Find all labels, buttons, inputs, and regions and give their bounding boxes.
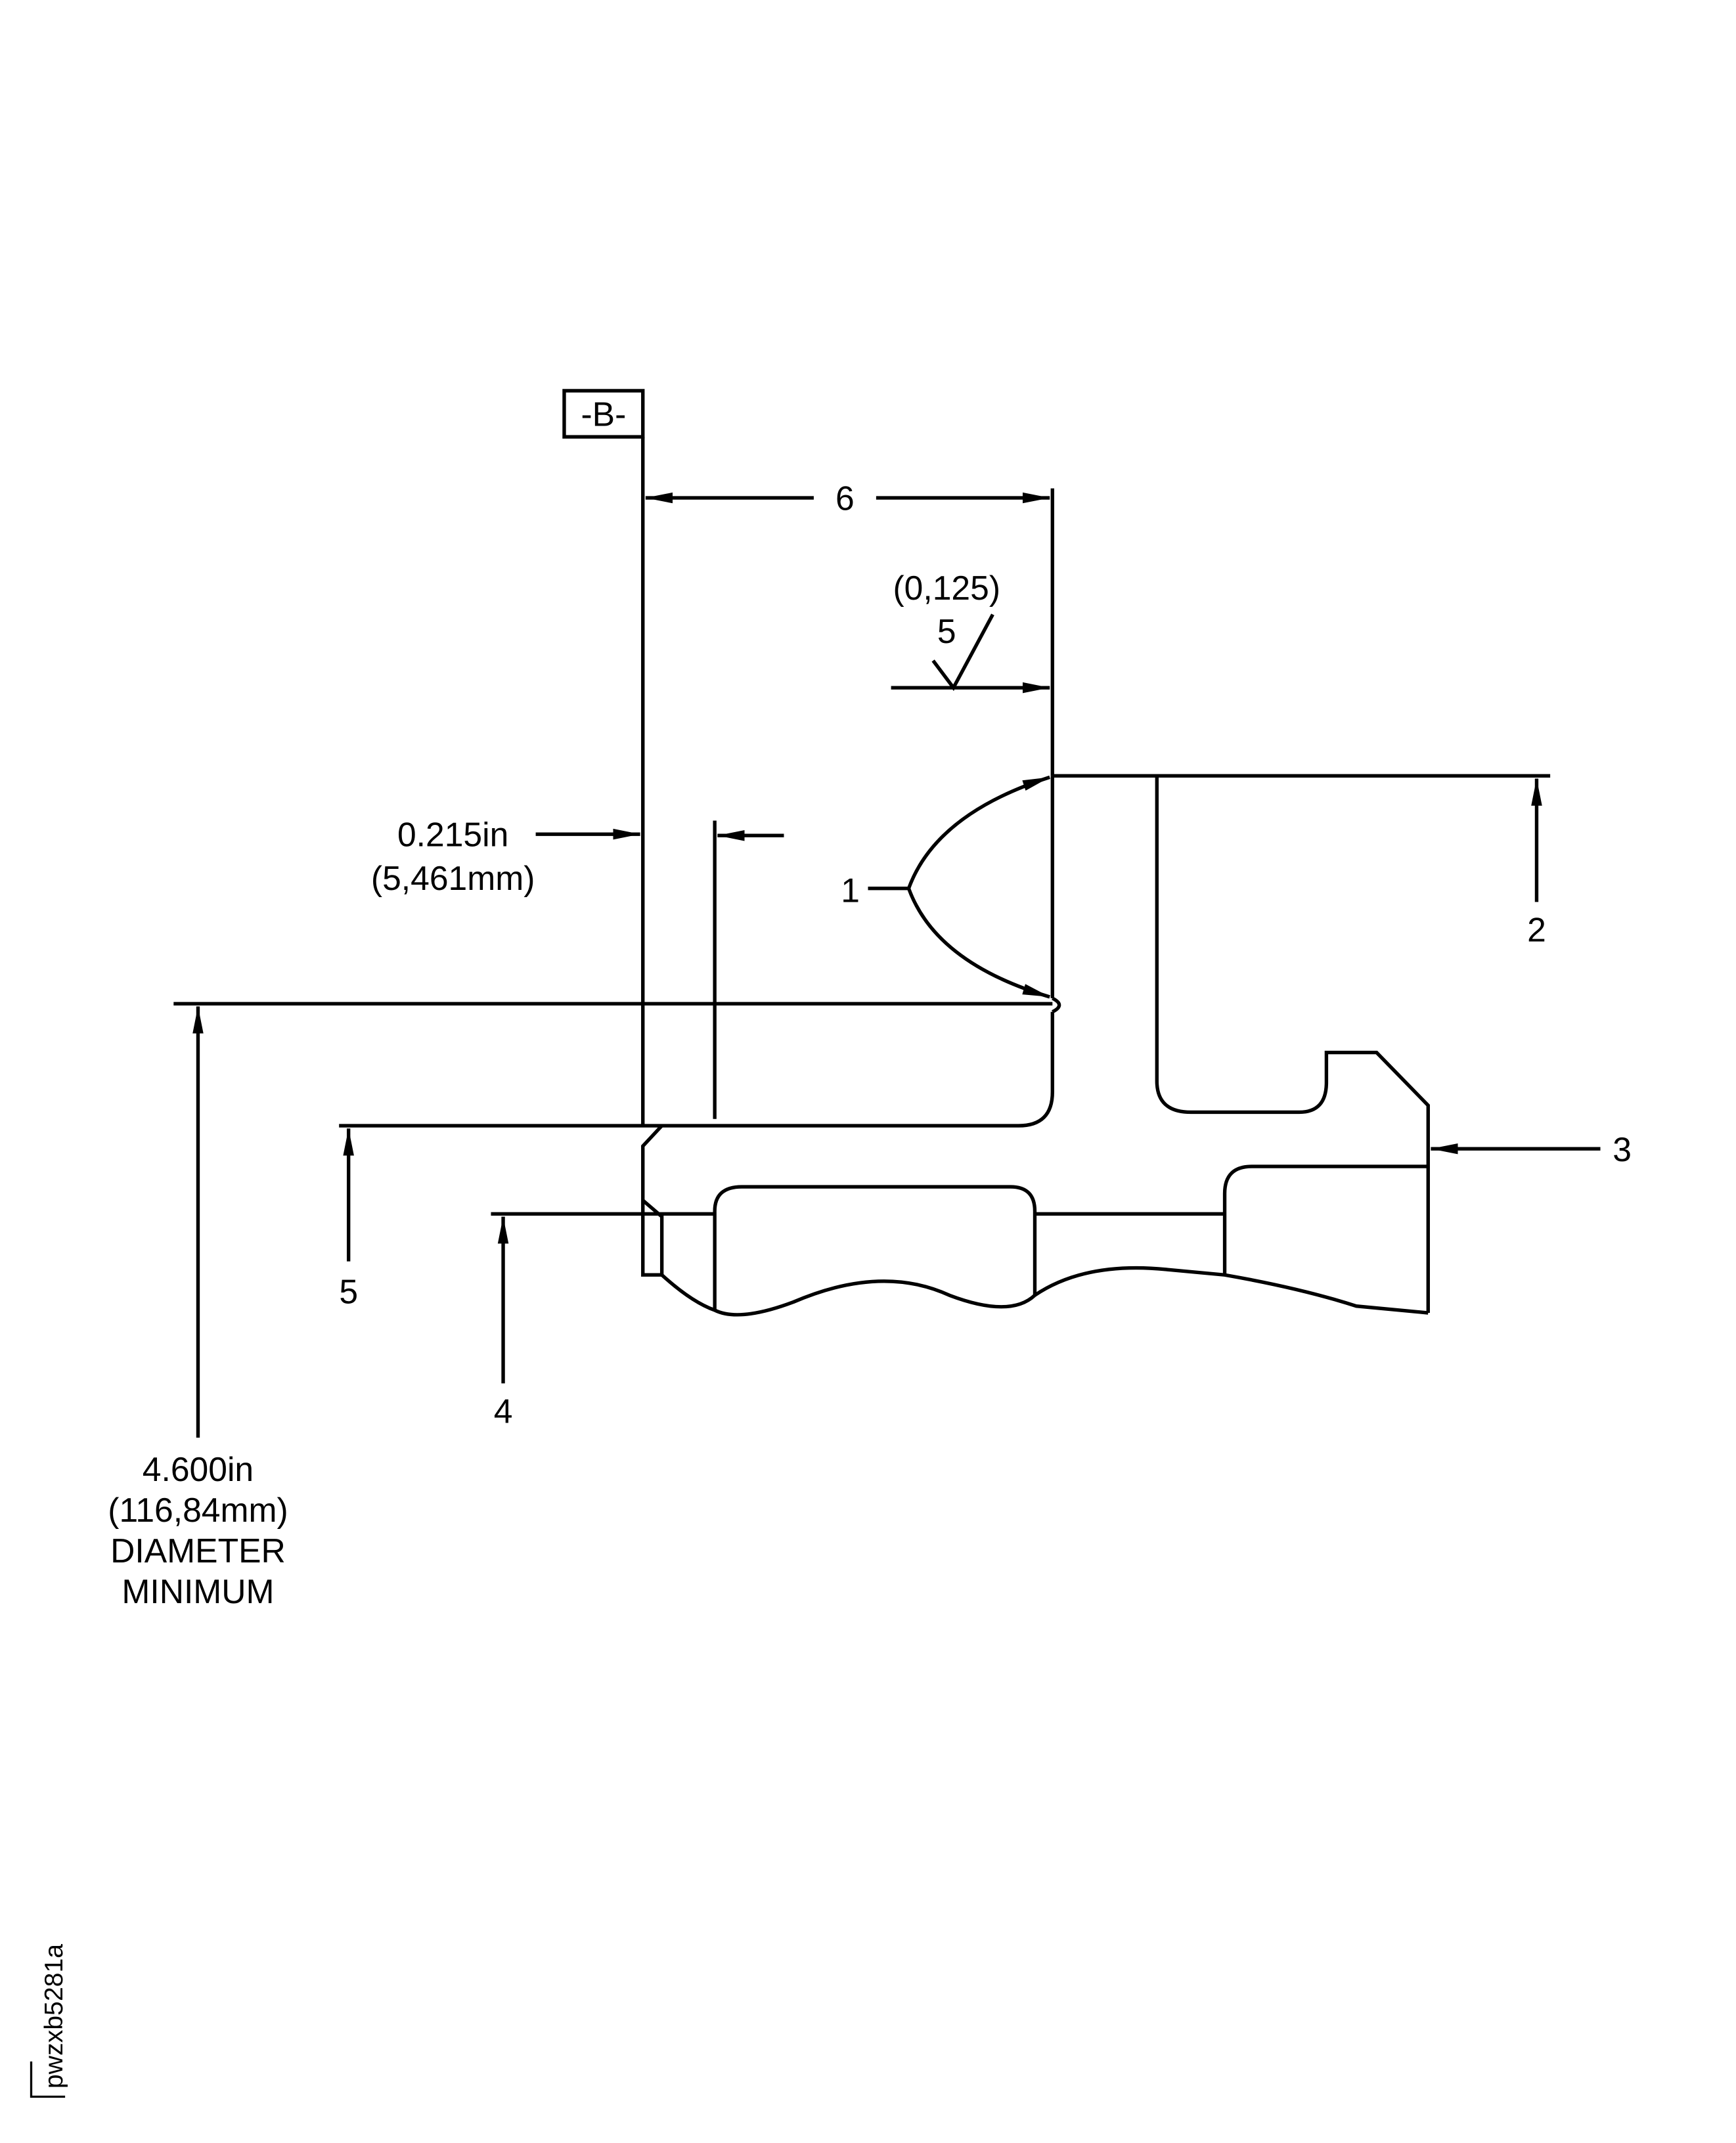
- surface-finish-mm: (0,125): [893, 569, 1000, 607]
- diameter-inch: 4.600in: [143, 1450, 254, 1488]
- datum-label: -B-: [581, 395, 626, 433]
- surface-finish-value: 5: [937, 612, 956, 650]
- figure-id: pwzxb5281a: [39, 1944, 68, 2088]
- callout-1-leader-top: [906, 775, 1051, 889]
- datum-b-symbol: -B-: [562, 389, 645, 439]
- callout-3: 3: [1613, 1130, 1632, 1168]
- part-outline: [339, 774, 1551, 1317]
- callout-5: 5: [339, 1273, 358, 1311]
- diameter-mm: (116,84mm): [108, 1491, 288, 1529]
- callout-1: 1: [841, 871, 860, 909]
- callout-6: 6: [835, 479, 855, 518]
- diameter-label: DIAMETER: [110, 1532, 286, 1570]
- minimum-label: MINIMUM: [122, 1572, 274, 1610]
- thickness-inch: 0.215in: [397, 816, 508, 854]
- callout-2: 2: [1527, 910, 1546, 948]
- figure-id-bracket: [30, 2061, 66, 2098]
- thickness-mm: (5,461mm): [371, 859, 535, 897]
- callout-4: 4: [494, 1392, 513, 1430]
- callout-1-leader-bottom: [906, 887, 1050, 999]
